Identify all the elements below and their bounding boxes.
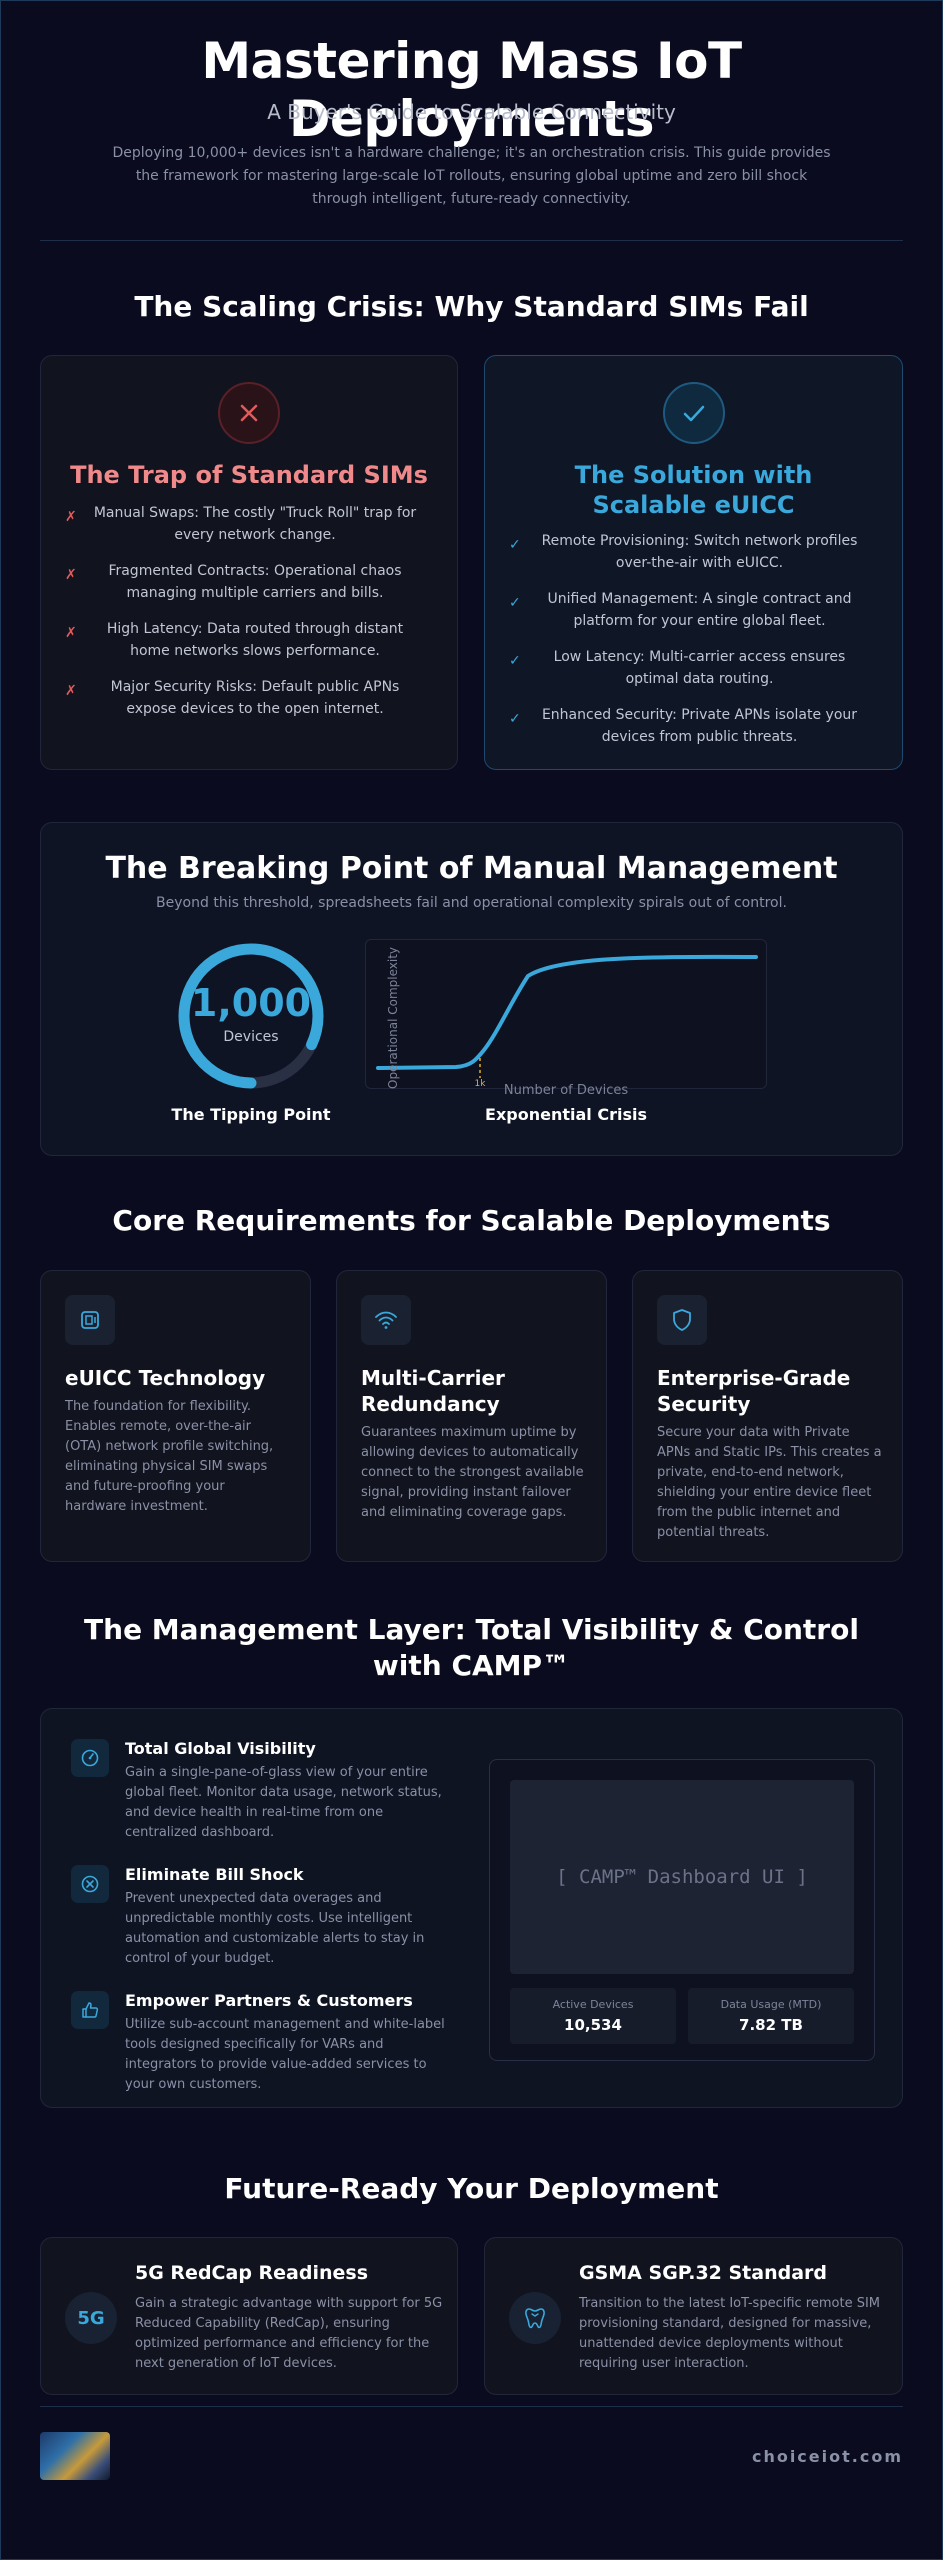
list-item: ✓Enhanced Security: Private APNs isolate…	[509, 707, 858, 745]
feature-title: Eliminate Bill Shock	[125, 1865, 304, 1884]
cross-icon: ✗	[65, 509, 77, 525]
list-item: ✓Low Latency: Multi-carrier access ensur…	[509, 649, 846, 687]
solution-card: The Solution with Scalable eUICC ✓Remote…	[484, 355, 903, 770]
requirement-card-security: Enterprise-Grade Security Secure your da…	[632, 1270, 903, 1562]
cross-icon: ✗	[65, 625, 77, 641]
footer-website-link[interactable]: choiceiot.com	[751, 2447, 903, 2466]
solution-title: The Solution with Scalable eUICC	[574, 461, 813, 519]
feature-title: Empower Partners & Customers	[125, 1991, 413, 2010]
future-card-title: GSMA SGP.32 Standard	[579, 2262, 828, 2284]
list-item: ✗Manual Swaps: The costly "Truck Roll" t…	[65, 505, 417, 543]
stat-label: Active Devices	[552, 1998, 634, 2011]
future-card-redcap: 5G 5G RedCap Readiness Gain a strategic …	[40, 2237, 458, 2395]
gauge-fill-arc	[178, 943, 324, 1089]
page-intro: Deploying 10,000+ devices isn't a hardwa…	[112, 145, 831, 207]
list-item: ✗Major Security Risks: Default public AP…	[65, 679, 400, 717]
feature-text: Gain a single-pane-of-glass view of your…	[125, 1765, 442, 1840]
check-small-icon: ✓	[509, 711, 521, 727]
check-small-icon: ✓	[509, 595, 521, 611]
tooth-icon	[509, 2292, 561, 2344]
check-small-icon: ✓	[509, 653, 521, 669]
wifi-icon	[361, 1295, 411, 1345]
feature-text: Prevent unexpected data overages and unp…	[125, 1891, 425, 1966]
feature-bill-shock: Eliminate Bill Shock Prevent unexpected …	[71, 1865, 471, 1966]
stat-active-devices: Active Devices 10,534	[510, 1988, 676, 2044]
dashboard-placeholder: [ CAMP™ Dashboard UI ]	[510, 1780, 854, 1974]
trap-list: ✗Manual Swaps: The costly "Truck Roll" t…	[61, 502, 437, 720]
future-title: Future-Ready Your Deployment	[224, 2172, 719, 2205]
management-card: Total Global Visibility Gain a single-pa…	[40, 1708, 903, 2108]
shield-icon	[657, 1295, 707, 1345]
cross-icon: ✗	[65, 567, 77, 583]
list-item: ✓Unified Management: A single contract a…	[509, 591, 852, 629]
breaking-point-subtitle: Beyond this threshold, spreadsheets fail…	[156, 895, 787, 911]
company-logo-image[interactable]	[40, 2432, 110, 2480]
requirement-title: Enterprise-Grade Security	[657, 1366, 851, 1416]
feature-text: Utilize sub-account management and white…	[125, 2017, 445, 2092]
gauge-value: 1,000	[190, 981, 312, 1025]
feature-partners: Empower Partners & Customers Utilize sub…	[71, 1991, 471, 2092]
complexity-chart: 1k	[365, 939, 767, 1089]
future-card-text: Transition to the latest IoT-specific re…	[579, 2296, 881, 2371]
list-item: ✗High Latency: Data routed through dista…	[65, 621, 404, 659]
page-subtitle: A Buyer's Guide to Scalable Connectivity	[267, 100, 676, 124]
camp-dashboard-preview: [ CAMP™ Dashboard UI ] Active Devices 10…	[489, 1759, 875, 2061]
solution-list: ✓Remote Provisioning: Switch network pro…	[505, 530, 882, 748]
header-divider	[40, 240, 903, 241]
stat-label: Data Usage (MTD)	[720, 1998, 822, 2011]
chart-x-label: Number of Devices	[503, 1083, 629, 1098]
tipping-point-gauge: 1,000 Devices	[176, 941, 326, 1091]
chart-y-label: Operational Complexity	[386, 947, 400, 1089]
exponential-crisis-caption: Exponential Crisis	[485, 1105, 647, 1124]
list-item: ✗Fragmented Contracts: Operational chaos…	[65, 563, 402, 601]
requirements-title: Core Requirements for Scalable Deploymen…	[112, 1204, 831, 1237]
trap-card: The Trap of Standard SIMs ✗Manual Swaps:…	[40, 355, 458, 770]
requirement-text: Guarantees maximum uptime by allowing de…	[361, 1425, 584, 1520]
cross-icon: ✗	[65, 683, 77, 699]
future-card-text: Gain a strategic advantage with support …	[135, 2296, 443, 2371]
list-item: ✓Remote Provisioning: Switch network pro…	[509, 533, 858, 571]
sim-card-icon	[65, 1295, 115, 1345]
breaking-point-card: The Breaking Point of Manual Management …	[40, 822, 903, 1156]
footer-divider	[40, 2406, 903, 2407]
page-title: Mastering Mass IoT Deployments	[201, 32, 742, 148]
tipping-point-caption: The Tipping Point	[171, 1105, 331, 1124]
requirement-card-multi-carrier: Multi-Carrier Redundancy Guarantees maxi…	[336, 1270, 607, 1562]
cancel-circle-icon	[71, 1865, 109, 1903]
stat-value: 10,534	[564, 2016, 622, 2034]
breaking-point-title: The Breaking Point of Manual Management	[105, 851, 838, 886]
future-card-title: 5G RedCap Readiness	[135, 2262, 369, 2284]
feature-visibility: Total Global Visibility Gain a single-pa…	[71, 1739, 471, 1840]
check-icon	[662, 382, 725, 444]
management-title: The Management Layer: Total Visibility &…	[84, 1613, 859, 1682]
requirement-text: The foundation for flexibility. Enables …	[65, 1399, 274, 1514]
stat-data-usage: Data Usage (MTD) 7.82 TB	[688, 1988, 854, 2044]
future-card-sgp32: GSMA SGP.32 Standard Transition to the l…	[484, 2237, 903, 2395]
stat-value: 7.82 TB	[739, 2016, 803, 2034]
tipping-point-marker-label: 1k	[475, 1079, 487, 1089]
feature-title: Total Global Visibility	[125, 1739, 316, 1758]
requirement-card-euicc: eUICC Technology The foundation for flex…	[40, 1270, 311, 1562]
gauge-icon	[71, 1739, 109, 1777]
requirement-text: Secure your data with Private APNs and S…	[657, 1425, 882, 1540]
complexity-curve	[376, 954, 758, 1070]
trap-title: The Trap of Standard SIMs	[70, 461, 428, 489]
gauge-label: Devices	[223, 1029, 279, 1045]
scaling-crisis-title: The Scaling Crisis: Why Standard SIMs Fa…	[134, 290, 809, 323]
requirement-title: eUICC Technology	[65, 1366, 266, 1390]
thumbs-up-icon	[71, 1991, 109, 2029]
requirement-title: Multi-Carrier Redundancy	[361, 1366, 505, 1416]
5g-icon: 5G	[65, 2292, 117, 2344]
check-small-icon: ✓	[509, 537, 521, 553]
close-icon	[218, 382, 280, 444]
